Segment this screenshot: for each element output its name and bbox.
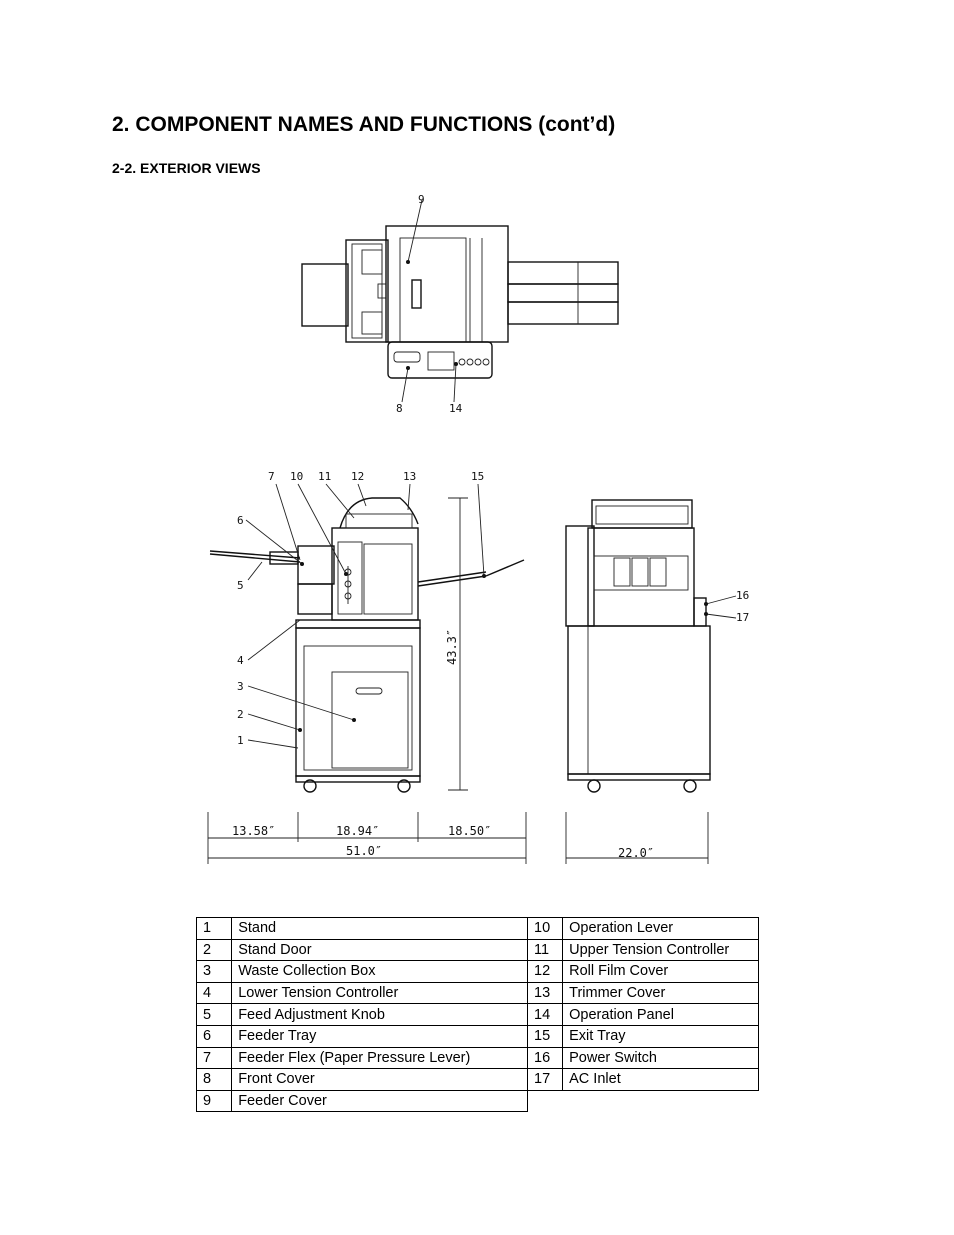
- exterior-views-drawing: 9 8 14: [207, 193, 749, 864]
- part-number: 7: [195, 1046, 233, 1070]
- part-number: 10: [526, 917, 564, 940]
- part-name: Lower Tension Controller: [231, 981, 528, 1005]
- dimension-height: 43.3″: [445, 629, 459, 665]
- part-number: 6: [195, 1024, 233, 1048]
- side-view-power-panel: [693, 597, 707, 627]
- part-number: 2: [195, 938, 233, 962]
- top-view-exit-tray-3: [507, 301, 619, 325]
- callout-12: 12: [351, 470, 364, 483]
- top-view-exit-tray-1: [507, 261, 619, 285]
- callout-10: 10: [290, 470, 303, 483]
- callout-11: 11: [318, 470, 331, 483]
- part-number: 13: [526, 981, 564, 1005]
- front-view-exit-tray: [417, 575, 487, 587]
- dimension-lines: 13.58″ 18.94″ 18.50″ 51.0″ 22.0″: [207, 812, 709, 864]
- callout-16: 16: [736, 589, 749, 602]
- callout-4: 4: [237, 654, 244, 667]
- top-view-control-area: [387, 341, 493, 379]
- top-view-feeder: [345, 239, 389, 343]
- front-view-feeder-tray: [209, 550, 301, 559]
- side-view: 16 17: [565, 499, 749, 793]
- callout-15: 15: [471, 470, 484, 483]
- part-number: 15: [526, 1024, 564, 1048]
- callout-9: 9: [418, 193, 425, 206]
- part-name: Roll Film Cover: [562, 960, 759, 983]
- part-number: 14: [526, 1003, 564, 1026]
- dimension-exit: 18.50″: [448, 824, 491, 838]
- part-name: Stand Door: [231, 938, 528, 962]
- part-name: Operation Lever: [562, 917, 759, 940]
- part-name: Feed Adjustment Knob: [231, 1003, 528, 1026]
- top-view-main-body: [385, 225, 509, 343]
- part-number: 4: [195, 981, 233, 1005]
- part-name: Stand: [231, 917, 528, 940]
- callout-7: 7: [268, 470, 275, 483]
- front-view: 6 5 7 10 11 12 13 15 4 3 2 1 43.3″: [209, 470, 525, 793]
- side-view-main-body: [587, 527, 695, 627]
- dimension-feeder: 13.58″: [232, 824, 275, 838]
- part-number: 9: [195, 1089, 233, 1113]
- part-name: Feeder Cover: [231, 1089, 528, 1113]
- callout-5: 5: [237, 579, 244, 592]
- part-name: Power Switch: [562, 1046, 759, 1070]
- part-number: 1: [195, 917, 233, 940]
- part-number: 5: [195, 1003, 233, 1026]
- top-view-feeder-tray: [301, 263, 349, 327]
- part-name: Exit Tray: [562, 1024, 759, 1048]
- dimension-total-width: 51.0″: [346, 844, 382, 858]
- callout-17: 17: [736, 611, 749, 624]
- part-name: Operation Panel: [562, 1003, 759, 1026]
- dimension-depth: 22.0″: [618, 846, 654, 860]
- callout-14: 14: [449, 402, 463, 415]
- top-view-exit-tray-2: [507, 283, 619, 303]
- part-name: Front Cover: [231, 1068, 528, 1091]
- part-name: Waste Collection Box: [231, 960, 528, 983]
- side-view-stand: [567, 625, 711, 775]
- callout-2: 2: [237, 708, 244, 721]
- part-name: Feeder Flex (Paper Pressure Lever): [231, 1046, 528, 1070]
- part-name: Trimmer Cover: [562, 981, 759, 1005]
- front-view-stand: [295, 627, 421, 777]
- part-number: 8: [195, 1068, 233, 1091]
- part-number: 3: [195, 960, 233, 983]
- front-view-stand-door: [303, 645, 413, 771]
- part-name: Feeder Tray: [231, 1024, 528, 1048]
- section-subtitle: 2-2. EXTERIOR VIEWS: [112, 160, 261, 176]
- callout-6: 6: [237, 514, 244, 527]
- part-number: 16: [526, 1046, 564, 1070]
- part-name: AC Inlet: [562, 1068, 759, 1091]
- callout-13: 13: [403, 470, 416, 483]
- front-view-top-cover: [339, 497, 419, 529]
- dimension-body: 18.94″: [336, 824, 379, 838]
- callout-1: 1: [237, 734, 244, 747]
- callout-8: 8: [396, 402, 403, 415]
- callout-3: 3: [237, 680, 244, 693]
- part-number: 12: [526, 960, 564, 983]
- part-name: Upper Tension Controller: [562, 938, 759, 962]
- top-view: 9 8 14: [301, 193, 619, 415]
- page-title: 2. COMPONENT NAMES AND FUNCTIONS (cont’d…: [112, 113, 616, 136]
- top-view-handle: [411, 279, 422, 309]
- part-number: 11: [526, 938, 564, 962]
- part-number: 17: [526, 1068, 564, 1091]
